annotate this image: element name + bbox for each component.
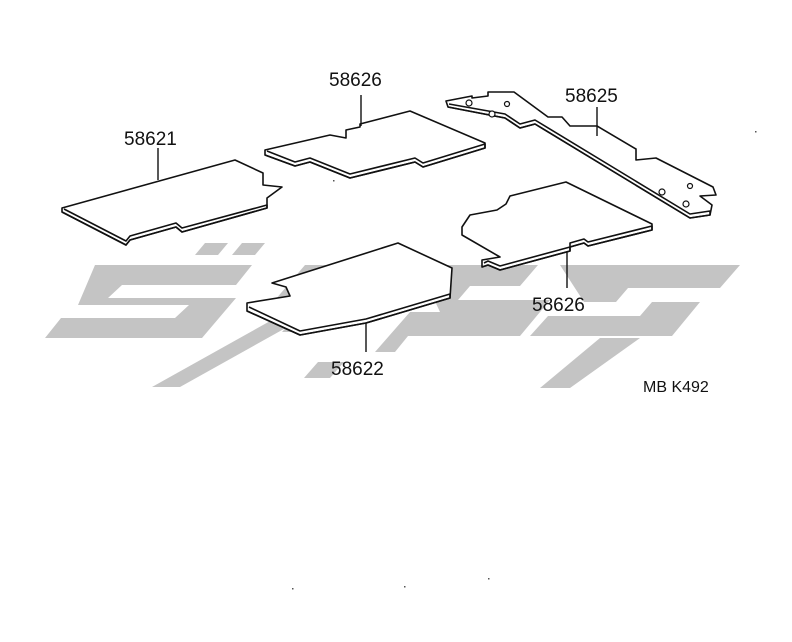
scan-specks [292,131,757,590]
mat-58621 [61,148,283,246]
label-58621: 58621 [124,129,177,150]
strip-58625 [445,91,717,219]
label-58625: 58625 [565,86,618,107]
label-58626-top: 58626 [329,70,382,91]
mat-58626-top [264,95,486,179]
diagram-code: MB K492 [643,379,709,396]
label-58622: 58622 [331,359,384,380]
mat-58626-right [461,181,653,288]
mat-58622 [246,242,453,352]
label-58626-right: 58626 [532,295,585,316]
